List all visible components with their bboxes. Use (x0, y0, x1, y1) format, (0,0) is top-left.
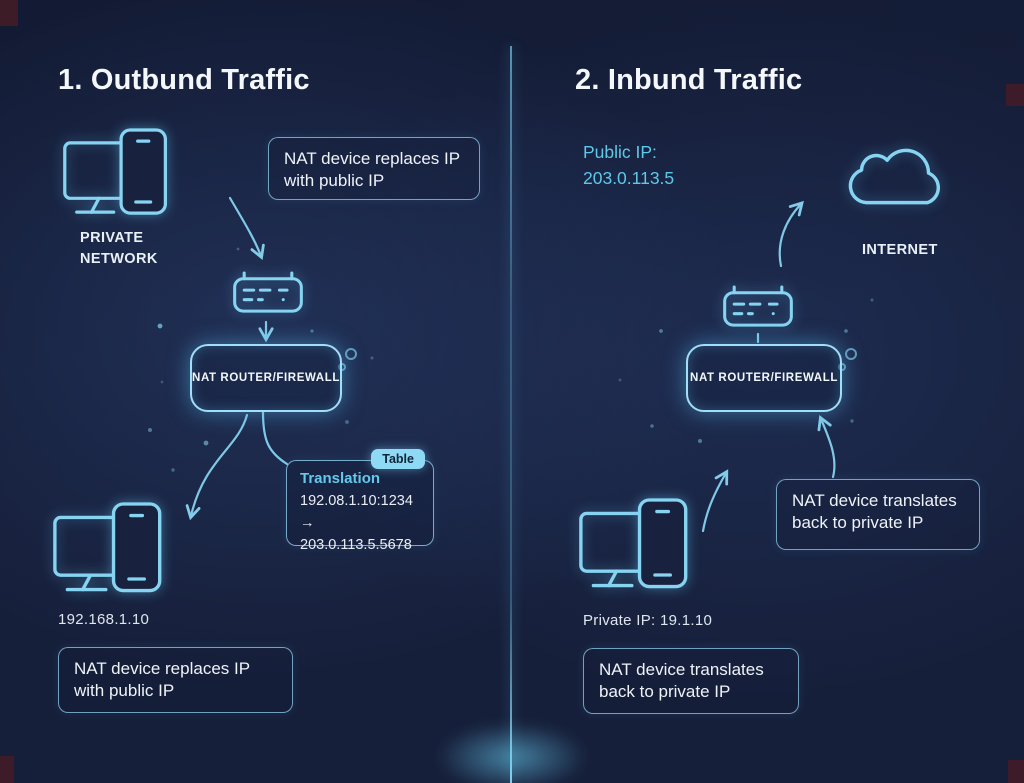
translation-title: Translation (300, 470, 381, 487)
internet-cloud-icon (848, 148, 941, 205)
private-ip-label-right: Private IP: 19.1.10 (583, 612, 713, 629)
corner-mark (0, 0, 18, 26)
outbound-bottom-callout: NAT device replaces IP with public IP (58, 647, 293, 713)
table-badge: Table (371, 449, 425, 469)
translation-row-private: 192.08.1.10:1234 (300, 493, 413, 509)
translation-table-box: Table Translation 192.08.1.10:1234 → 203… (286, 449, 434, 553)
line-natbox-to-translation (261, 410, 289, 466)
internet-label: INTERNET (862, 242, 938, 258)
inbound-title: 2. Inbund Traffic (575, 64, 803, 96)
public-ip-block: Public IP: 203.0.113.5 (583, 139, 674, 192)
corner-mark (0, 756, 14, 783)
inbound-bottom-callout: NAT device translates back to private IP (583, 648, 799, 714)
arrow-router-to-cloud-right (778, 200, 804, 268)
corner-mark (1008, 760, 1024, 783)
private-network-devices-icon (63, 128, 167, 215)
translation-row-public: → 203.0.113.5.5678 (300, 514, 412, 553)
center-divider (510, 46, 512, 783)
arrow-callout-to-router-left (228, 196, 265, 261)
router-icon-right (723, 285, 793, 327)
nat-router-firewall-box-right: NAT ROUTER/FIREWALL (686, 344, 842, 412)
public-ip-label: Public IP: (583, 142, 657, 162)
private-ip-label-left: 192.168.1.10 (58, 611, 150, 628)
corner-mark (1006, 84, 1024, 106)
arrow-callout-to-natbox-right (817, 415, 836, 479)
arrow-natbox-to-device-left (185, 413, 249, 521)
arrow-device-to-router-right (701, 469, 729, 533)
router-icon-left (233, 271, 303, 313)
private-device-icon-left (53, 502, 162, 593)
divider-bottom-glow (436, 722, 588, 783)
private-network-label: PRIVATE NETWORK (80, 230, 158, 268)
outbound-top-callout: NAT device replaces IP with public IP (268, 137, 480, 200)
nat-router-firewall-box-left: NAT ROUTER/FIREWALL (190, 344, 342, 412)
private-device-icon-right (579, 498, 688, 589)
public-ip-value: 203.0.113.5 (583, 168, 675, 189)
outbound-title: 1. Outbund Traffic (58, 64, 310, 96)
inbound-mid-callout: NAT device translates back to private IP (776, 479, 980, 550)
